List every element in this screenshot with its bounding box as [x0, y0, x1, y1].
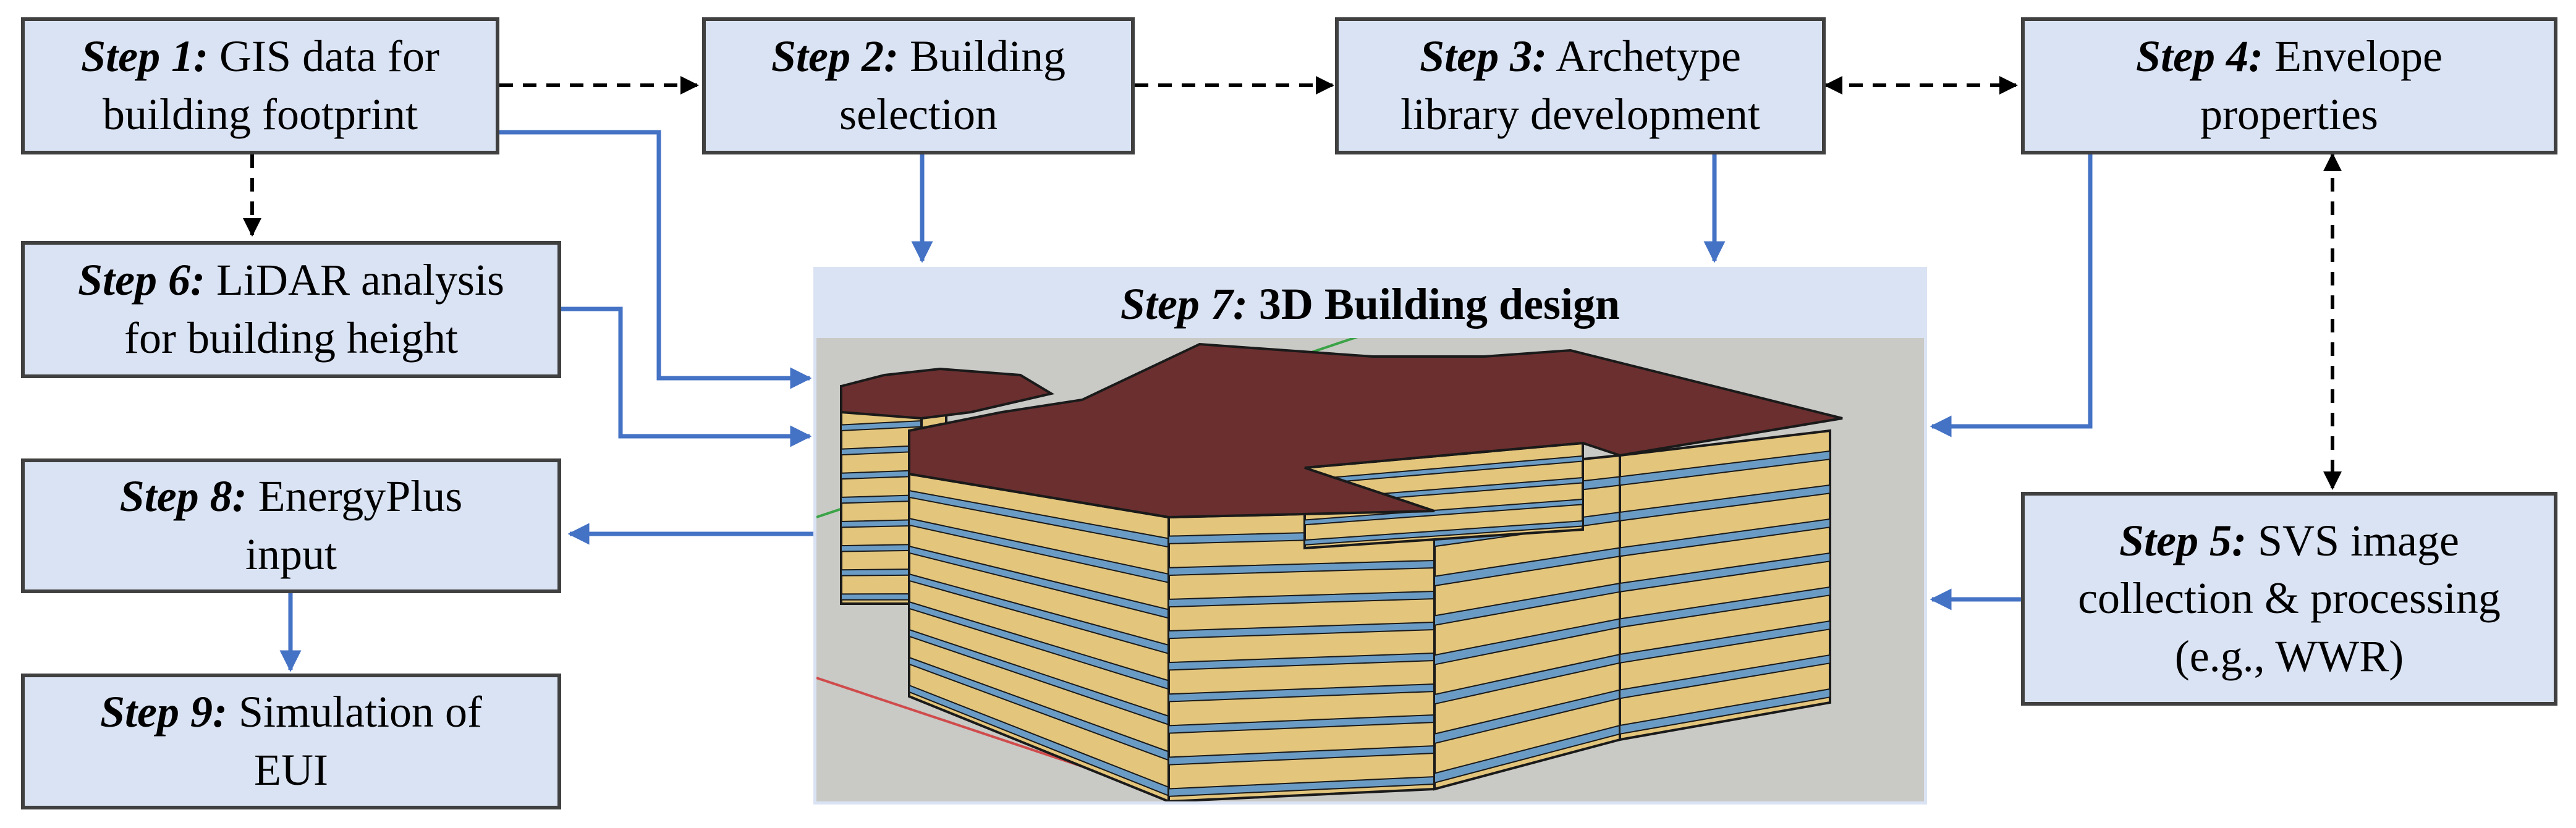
building-3d-illustration	[816, 331, 1843, 801]
step1-line2: building footprint	[103, 90, 418, 139]
step4-line2: properties	[2200, 90, 2378, 139]
step8-box: Step 8: EnergyPlus input	[21, 458, 561, 593]
facade-front-far-right-band-5	[1619, 620, 1831, 664]
roof-main	[908, 342, 1843, 519]
step6-box: Step 6: LiDAR analysis for building heig…	[21, 241, 561, 378]
step5-line1: SVS image	[2257, 515, 2459, 565]
step5-line3: (e.g., WWR)	[2174, 631, 2404, 681]
step8-line1: EnergyPlus	[258, 471, 463, 522]
arrow-step6-to-step7	[561, 306, 812, 447]
facade-courtyard-band-2	[1304, 498, 1583, 526]
step5-line2: collection & processing	[2078, 573, 2501, 623]
roof-left-tower	[840, 367, 1055, 420]
step5-label: Step 5:	[2119, 515, 2247, 565]
step8-line2: input	[245, 530, 337, 579]
step9-box: Step 9: Simulation of EUI	[21, 674, 561, 809]
step2-line1: Building	[909, 32, 1066, 82]
step9-line2: EUI	[254, 745, 328, 795]
step1-box: Step 1: GIS data for building footprint	[21, 17, 499, 154]
step1-line1: GIS data for	[219, 32, 439, 82]
step7-panel: Step 7: 3D Building design	[813, 267, 1927, 805]
step2-label: Step 2:	[771, 32, 899, 82]
step6-line1: LiDAR analysis	[216, 255, 504, 305]
step2-box: Step 2: Building selection	[702, 17, 1135, 154]
step4-line1: Envelope	[2274, 32, 2443, 82]
step9-label: Step 9:	[100, 687, 227, 737]
building-model	[816, 331, 1843, 801]
step7-header: Step 7: 3D Building design	[816, 270, 1924, 338]
facade-courtyard-band-3	[1304, 520, 1583, 546]
step1-label: Step 1:	[81, 32, 209, 82]
step9-line1: Simulation of	[238, 687, 482, 737]
step4-box: Step 4: Envelope properties	[2021, 17, 2557, 154]
step3-box: Step 3: Archetype library development	[1335, 17, 1826, 154]
step3-line2: library development	[1400, 90, 1760, 139]
facade-front-far-right-band-7	[1619, 688, 1831, 735]
facade-front-far-right-band-3	[1619, 552, 1831, 593]
step4-label: Step 4:	[2136, 32, 2264, 82]
step6-line2: for building height	[124, 313, 458, 363]
step7-title: 3D Building design	[1258, 279, 1621, 329]
facade-front-far-right-band-1	[1619, 484, 1831, 522]
arrow-step4-to-step7	[1930, 154, 2093, 437]
step6-label: Step 6:	[78, 255, 205, 305]
step7-label: Step 7:	[1120, 279, 1248, 329]
facade-front-far-right-band-4	[1619, 586, 1831, 628]
step5-box: Step 5: SVS image collection & processin…	[2021, 492, 2557, 706]
facade-front-far-right-band-2	[1619, 518, 1831, 557]
step3-label: Step 3:	[1420, 32, 1548, 82]
step2-line2: selection	[839, 90, 998, 139]
facade-front-far-right-band-6	[1619, 654, 1831, 699]
step8-label: Step 8:	[119, 471, 247, 522]
facade-front-far-right-band-0	[1619, 450, 1831, 486]
step3-line1: Archetype	[1556, 32, 1741, 82]
